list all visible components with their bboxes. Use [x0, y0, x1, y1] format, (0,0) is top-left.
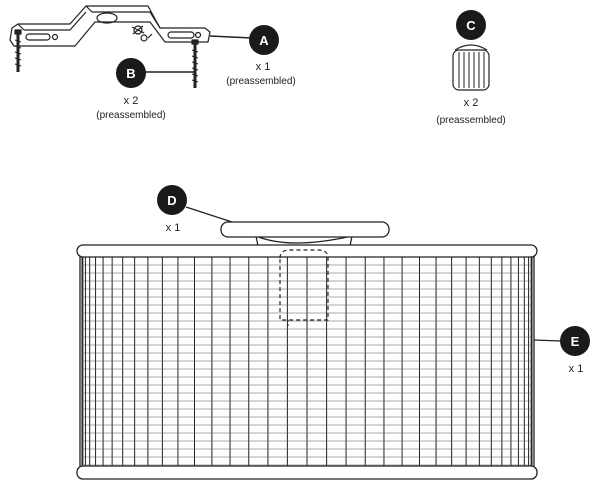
part-e-badge: E	[560, 326, 590, 356]
mounting-bracket-with-screws-icon	[9, 5, 211, 88]
part-d-badge: D	[157, 185, 187, 215]
cylindrical-grid-shade-icon	[76, 244, 538, 480]
part-e-leader-line	[533, 339, 561, 342]
knurled-cap-nut-icon	[452, 44, 490, 91]
part-d-leader-line	[185, 206, 233, 223]
part-d-quantity: x 1	[166, 222, 181, 234]
canopy-plate-icon	[220, 221, 390, 247]
part-a-letter: A	[259, 33, 269, 48]
part-c-letter: C	[466, 18, 476, 33]
part-a-leader-line	[209, 35, 253, 39]
part-a-badge: A	[249, 25, 279, 55]
part-b-badge: B	[116, 58, 146, 88]
part-e-letter: E	[571, 334, 580, 349]
part-c-badge: C	[456, 10, 486, 40]
part-c-quantity: x 2	[464, 97, 479, 109]
part-a-quantity: x 1	[256, 61, 271, 73]
part-e-quantity: x 1	[569, 363, 584, 375]
part-d-letter: D	[167, 193, 176, 208]
part-b-note: (preassembled)	[96, 110, 165, 121]
part-a-note: (preassembled)	[226, 76, 295, 87]
part-b-quantity: x 2	[124, 95, 139, 107]
part-c-note: (preassembled)	[436, 115, 505, 126]
part-b-letter: B	[126, 66, 135, 81]
